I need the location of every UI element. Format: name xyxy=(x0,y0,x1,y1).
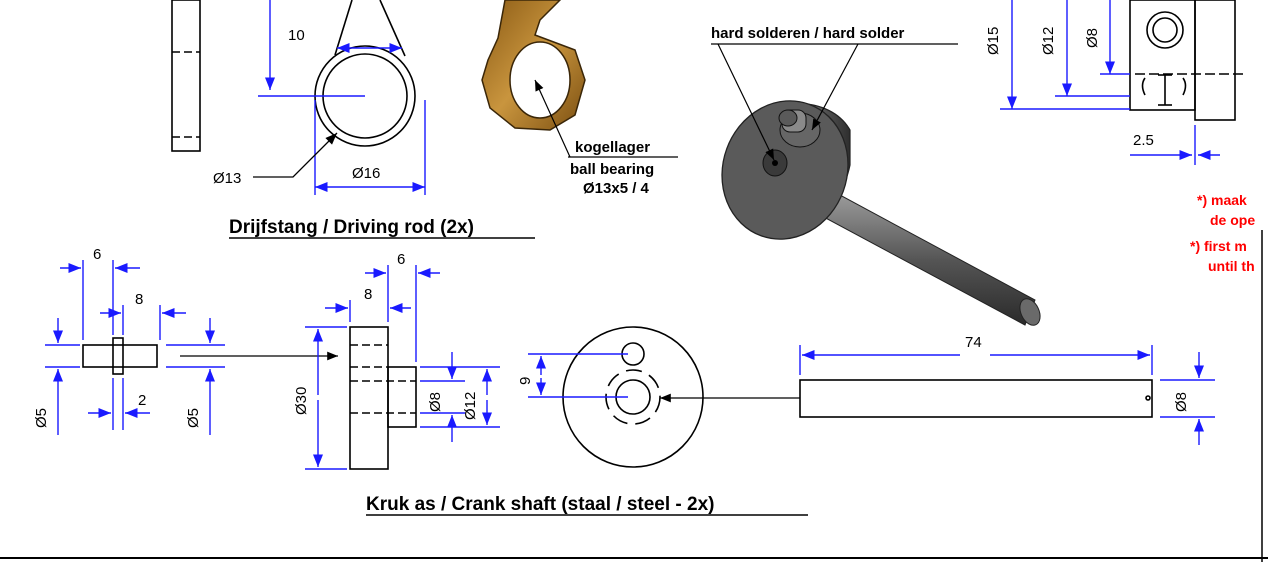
driving-rod-front-view xyxy=(314,0,416,147)
rod-side-view xyxy=(171,0,201,152)
dim-hub-6: 6 xyxy=(397,251,405,268)
note-line-4: until th xyxy=(1208,258,1255,274)
dim-disc-9: 9 xyxy=(517,377,534,385)
dim-rod-bore: Ø13 xyxy=(213,170,241,187)
note-line-3: *) first m xyxy=(1190,238,1247,254)
dim-hub-o8: Ø8 xyxy=(427,392,444,412)
crank-hub-dimensions xyxy=(305,265,500,470)
top-right-view xyxy=(1129,0,1245,121)
dim-tr-8: Ø8 xyxy=(1084,28,1101,48)
dim-shaft-74: 74 xyxy=(965,334,982,351)
crank-shaft-title: Kruk as / Crank shaft (staal / steel - 2… xyxy=(366,494,714,515)
dim-shaft-o8: Ø8 xyxy=(1173,392,1190,412)
crank-pin xyxy=(82,337,158,375)
dim-hub-o30: Ø30 xyxy=(293,387,310,415)
dim-rod-width: 10 xyxy=(288,27,305,44)
dim-tr-12: Ø12 xyxy=(1040,27,1057,55)
dim-pin-o5b: Ø5 xyxy=(185,408,202,428)
dim-hub-8: 8 xyxy=(364,286,372,303)
crank-pin-dimensions xyxy=(45,260,225,435)
bronze-rod-3d xyxy=(481,0,586,131)
dim-rod-outer: Ø16 xyxy=(352,165,380,182)
dim-hub-o12: Ø12 xyxy=(462,392,479,420)
dim-pin-6: 6 xyxy=(93,246,101,263)
bearing-label-2: ball bearing xyxy=(570,161,654,178)
crank-3d-render xyxy=(721,100,1041,326)
top-right-dimensions xyxy=(1000,0,1220,165)
driving-rod-title: Drijfstang / Driving rod (2x) xyxy=(229,217,474,238)
dim-tr-15: Ø15 xyxy=(985,27,1002,55)
bearing-label-1: kogellager xyxy=(575,139,650,156)
dim-pin-2: 2 xyxy=(138,392,146,409)
bearing-label-3: Ø13x5 / 4 xyxy=(583,180,650,197)
driving-rod-dimensions xyxy=(258,0,426,195)
dim-pin-o5a: Ø5 xyxy=(33,408,50,428)
dim-tr-2-5: 2.5 xyxy=(1133,132,1154,149)
shaft-dimensions xyxy=(799,345,1215,445)
crank-shaft-rod xyxy=(799,379,1153,418)
note-line-1: *) maak xyxy=(1197,192,1247,208)
solder-label: hard solderen / hard solder xyxy=(711,25,905,42)
note-line-2: de ope xyxy=(1210,212,1255,228)
crank-disc-dimensions xyxy=(528,353,628,398)
dim-pin-8: 8 xyxy=(135,291,143,308)
crank-hub xyxy=(349,326,417,470)
